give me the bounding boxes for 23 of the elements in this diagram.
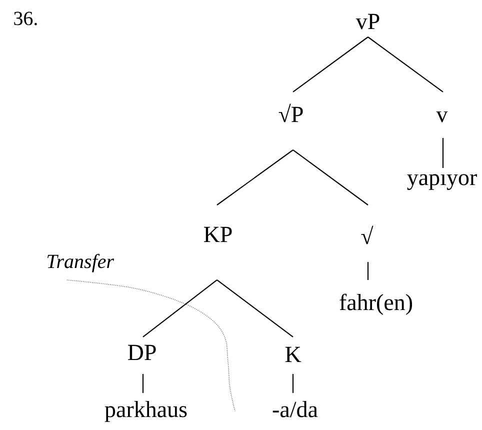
category-label: K [285, 346, 302, 362]
category-label: KP [204, 226, 232, 242]
branch-line [142, 374, 144, 393]
branch-line [292, 150, 368, 206]
annotation-label: Transfer [48, 254, 114, 272]
branch-line [292, 36, 368, 92]
word-label: fahr(en) [340, 294, 412, 315]
branch-line [142, 280, 218, 338]
category-label: √P [278, 104, 303, 122]
branch-line [216, 280, 294, 338]
branch-line [292, 374, 294, 393]
category-label: v [436, 111, 448, 122]
example-number: 36. [14, 12, 37, 26]
category-label: vP [356, 14, 380, 30]
word-label: parkhaus [104, 401, 187, 422]
category-label: DP [128, 344, 156, 360]
branch-line [442, 138, 444, 168]
word-label: yapıyor [407, 174, 477, 190]
branch-line [216, 150, 294, 206]
branch-line [368, 36, 444, 92]
category-label: √ [361, 226, 374, 244]
word-label: -a/da [272, 401, 318, 418]
branch-line [367, 262, 369, 280]
